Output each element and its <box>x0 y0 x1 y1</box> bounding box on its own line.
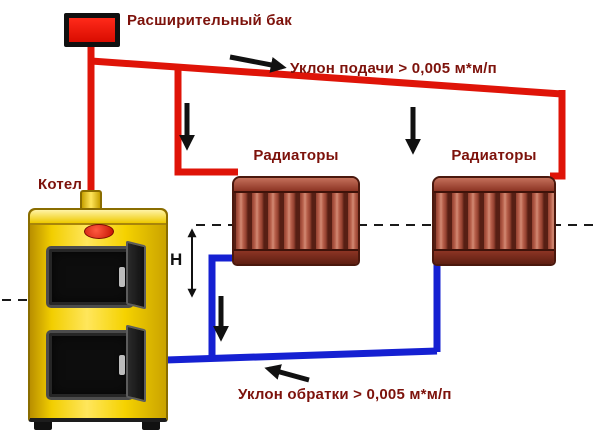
return-pipe <box>165 254 441 364</box>
radiator-left-label: Радиаторы <box>253 147 339 164</box>
radiator-right-top-collector <box>434 178 554 193</box>
radiator-left <box>232 176 360 266</box>
supply-drop-right <box>550 90 566 180</box>
supply-drop-left <box>174 66 238 176</box>
return-sloped-main <box>165 347 438 364</box>
height-label: H <box>170 250 183 269</box>
radiator-right-label: Радиаторы <box>451 147 537 164</box>
return-flow-arrow <box>264 364 310 383</box>
boiler-chimney <box>80 190 102 210</box>
upper-door-handle <box>119 267 125 287</box>
boiler-lower-door <box>46 330 134 400</box>
boiler-logo-badge <box>84 224 114 239</box>
radiator-left-bottom-collector <box>234 249 358 264</box>
boiler-foot-left <box>34 419 52 430</box>
supply-sloped-main <box>90 57 563 98</box>
supply-slope-label: Уклон подачи > 0,005 м*м/п <box>290 60 497 77</box>
boiler-top-panel <box>30 210 166 225</box>
supply-slope-arrow <box>229 54 287 73</box>
supply-pipe <box>87 44 566 196</box>
expansion-tank <box>64 13 120 47</box>
boiler-upper-door <box>46 246 134 308</box>
radiator-right <box>432 176 556 266</box>
radiator-right-bottom-collector <box>434 249 554 264</box>
lower-door-handle <box>119 355 125 375</box>
boiler-foot-right <box>142 419 160 430</box>
expansion-tank-label: Расширительный бак <box>127 12 293 29</box>
flow-arrows <box>178 54 422 383</box>
return-drop-left <box>208 254 240 358</box>
radiator-left-top-collector <box>234 178 358 193</box>
boiler-label: Котел <box>38 176 83 193</box>
return-slope-label: Уклон обратки > 0,005 м*м/п <box>238 386 452 403</box>
